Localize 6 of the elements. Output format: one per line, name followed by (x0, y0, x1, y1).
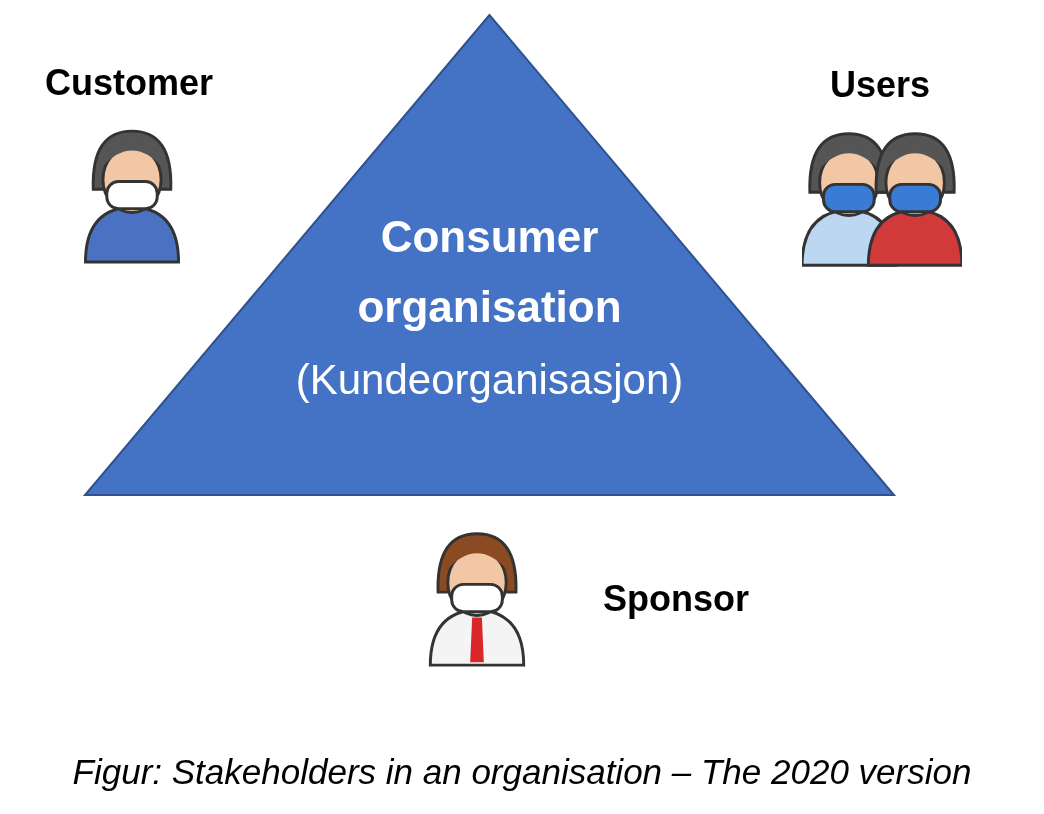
stakeholder-label: Sponsor (603, 578, 749, 620)
node-heading: Consumer organisation (356, 211, 623, 333)
node-subtitle: (Kundeorganisasjon) (295, 355, 684, 405)
stakeholder-label: Customer (45, 62, 214, 104)
stakeholder-label: Users (830, 64, 931, 106)
figure-caption: Figur: Stakeholders in an organisation – The 2020 version (71, 752, 973, 792)
